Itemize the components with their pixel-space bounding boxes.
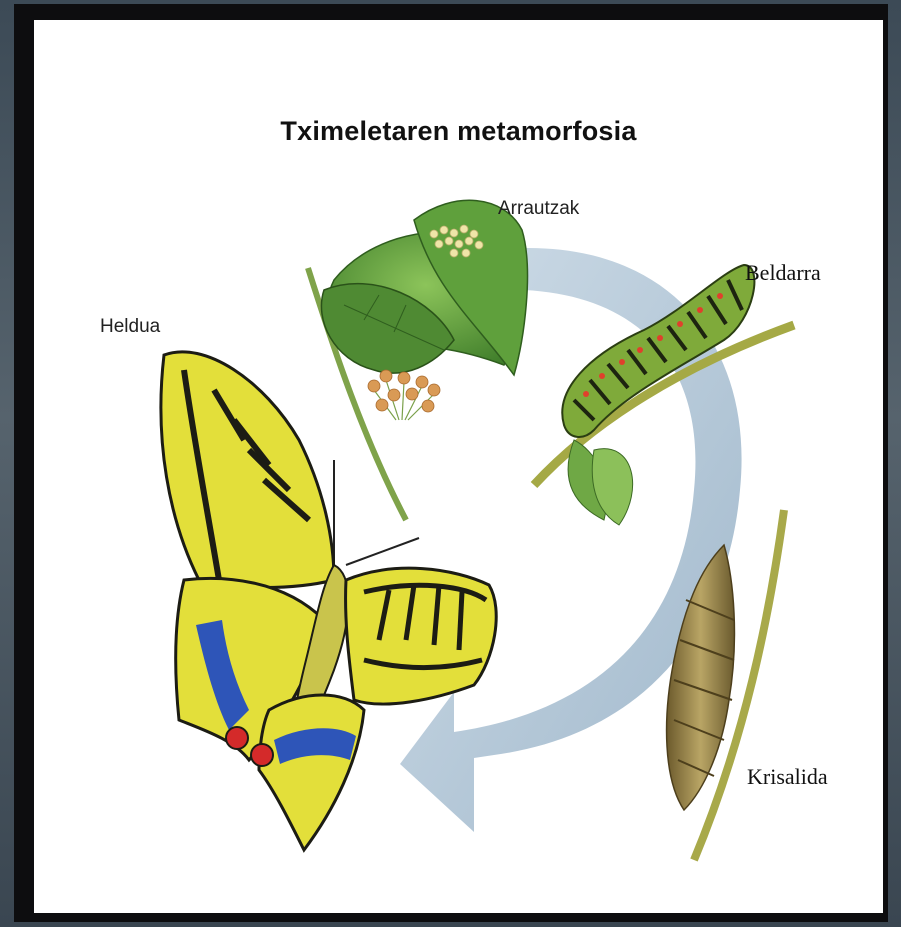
label-eggs: Arrautzak bbox=[498, 198, 579, 220]
label-caterpillar: Beldarra bbox=[745, 260, 821, 286]
label-adult: Heldua bbox=[100, 316, 160, 338]
eggs-leaf-illustration bbox=[308, 200, 527, 520]
diagram-panel: Tximeletaren metamorfosia Arrautzak Beld… bbox=[34, 20, 883, 913]
diagram-title: Tximeletaren metamorfosia bbox=[34, 116, 883, 147]
label-chrysalis: Krisalida bbox=[747, 764, 828, 790]
flower-cluster bbox=[368, 370, 440, 420]
